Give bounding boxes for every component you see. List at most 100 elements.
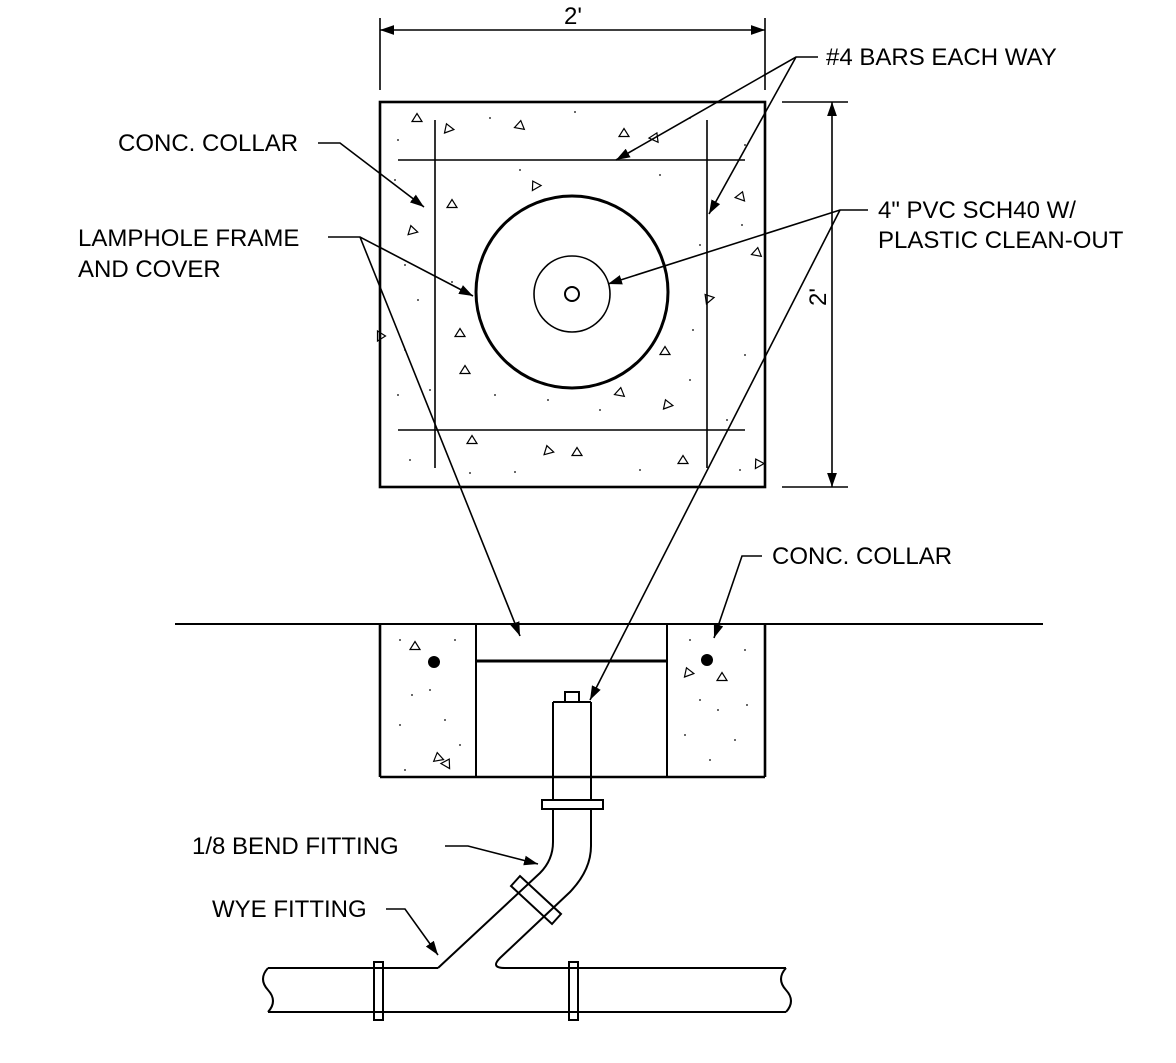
aggregate-mark	[704, 293, 716, 306]
plan-concrete-collar	[378, 100, 767, 489]
aggregate-dot	[444, 719, 446, 721]
aggregate-mark	[439, 758, 451, 770]
aggregate-mark	[570, 446, 584, 457]
aggregate-dot	[411, 694, 413, 696]
aggregate-dot	[404, 769, 406, 771]
leader-lines	[318, 56, 868, 956]
aggregate-dot	[451, 281, 453, 283]
aggregate-dot	[494, 394, 496, 396]
width-dimension-label: 2'	[564, 3, 582, 30]
aggregate-dot	[746, 704, 748, 706]
aggregate-dot	[409, 459, 411, 461]
section-view	[175, 623, 1043, 1021]
callout-labels: #4 BARS EACH WAY CONC. COLLAR 4" PVC SCH…	[78, 44, 1124, 923]
aggregate-dot	[429, 689, 431, 691]
aggregate-mark	[543, 444, 555, 456]
aggregate-mark	[733, 190, 746, 202]
aggregate-mark	[617, 127, 631, 138]
aggregate-mark	[715, 671, 729, 682]
aggregate-mark	[754, 458, 766, 470]
aggregate-mark	[376, 329, 387, 343]
aggregate-mark	[676, 454, 690, 465]
aggregate-mark	[531, 180, 543, 192]
aggregate-dot	[574, 111, 576, 113]
aggregate-dot	[699, 244, 701, 246]
aggregate-dot	[699, 699, 701, 701]
aggregate-dot	[397, 139, 399, 141]
aggregate-mark	[410, 112, 424, 123]
aggregate-dot	[489, 117, 491, 119]
height-dimension-label: 2'	[805, 288, 832, 306]
aggregate-dot	[599, 409, 601, 411]
aggregate-dot	[397, 394, 399, 396]
label-lamphole-line2: AND COVER	[78, 256, 221, 283]
section-main-pipe	[262, 961, 792, 1021]
label-collar-plan: CONC. COLLAR	[118, 130, 298, 157]
aggregate-dot	[689, 639, 691, 641]
aggregate-mark	[683, 666, 696, 678]
aggregate-dot	[739, 469, 741, 471]
label-pvc-line2: PLASTIC CLEAN-OUT	[878, 227, 1124, 254]
aggregate-mark	[445, 198, 459, 209]
aggregate-mark	[465, 434, 479, 445]
aggregate-mark	[613, 386, 626, 398]
width-dimension: 2'	[379, 3, 766, 90]
aggregate-dot	[399, 724, 401, 726]
label-collar-section: CONC. COLLAR	[772, 543, 952, 570]
label-wye: WYE FITTING	[212, 896, 367, 923]
label-lamphole-line1: LAMPHOLE FRAME	[78, 225, 299, 252]
aggregate-dot	[659, 174, 661, 176]
aggregate-dot	[417, 299, 419, 301]
aggregate-mark	[408, 640, 422, 651]
aggregate-mark	[662, 398, 675, 410]
aggregate-dot	[726, 419, 728, 421]
aggregate-mark	[453, 327, 467, 338]
aggregate-dot	[709, 759, 711, 761]
plan-cleanout-plug	[564, 286, 580, 302]
aggregate-mark	[647, 131, 659, 144]
aggregate-dot	[692, 329, 694, 331]
label-bend: 1/8 BEND FITTING	[192, 833, 399, 860]
aggregate-dot	[429, 389, 431, 391]
aggregate-dot	[744, 354, 746, 356]
plan-concrete-hatch	[376, 111, 766, 474]
section-pipe-fittings	[437, 809, 592, 969]
aggregate-mark	[432, 751, 445, 763]
aggregate-dot	[399, 639, 401, 641]
aggregate-mark	[407, 224, 419, 236]
aggregate-dot	[639, 469, 641, 471]
aggregate-dot	[717, 709, 719, 711]
aggregate-dot	[394, 179, 396, 181]
plan-rebar	[398, 120, 745, 468]
plan-view: 2' 2'	[376, 3, 848, 489]
label-pvc-line1: 4" PVC SCH40 W/	[878, 197, 1076, 224]
aggregate-dot	[689, 379, 691, 381]
section-rebar-right	[701, 654, 713, 666]
plan-pvc-pipe	[533, 255, 611, 333]
aggregate-dot	[744, 144, 746, 146]
section-concrete-hatch	[399, 639, 748, 771]
aggregate-dot	[514, 471, 516, 473]
aggregate-dot	[741, 224, 743, 226]
section-concrete-collar	[378, 624, 767, 779]
aggregate-mark	[458, 364, 472, 375]
aggregate-mark	[513, 119, 526, 131]
label-bars: #4 BARS EACH WAY	[826, 44, 1057, 71]
aggregate-mark	[658, 345, 672, 356]
aggregate-mark	[443, 122, 456, 134]
aggregate-dot	[469, 472, 471, 474]
aggregate-dot	[519, 169, 521, 171]
aggregate-mark	[750, 246, 763, 258]
aggregate-dot	[684, 734, 686, 736]
aggregate-dot	[454, 639, 456, 641]
plan-lamphole-frame	[474, 194, 670, 390]
aggregate-dot	[547, 399, 549, 401]
section-pvc-riser	[541, 691, 604, 810]
aggregate-dot	[734, 739, 736, 741]
height-dimension: 2'	[782, 101, 848, 488]
section-rebar-left	[428, 656, 440, 668]
aggregate-dot	[744, 649, 746, 651]
aggregate-dot	[404, 264, 406, 266]
aggregate-dot	[459, 744, 461, 746]
